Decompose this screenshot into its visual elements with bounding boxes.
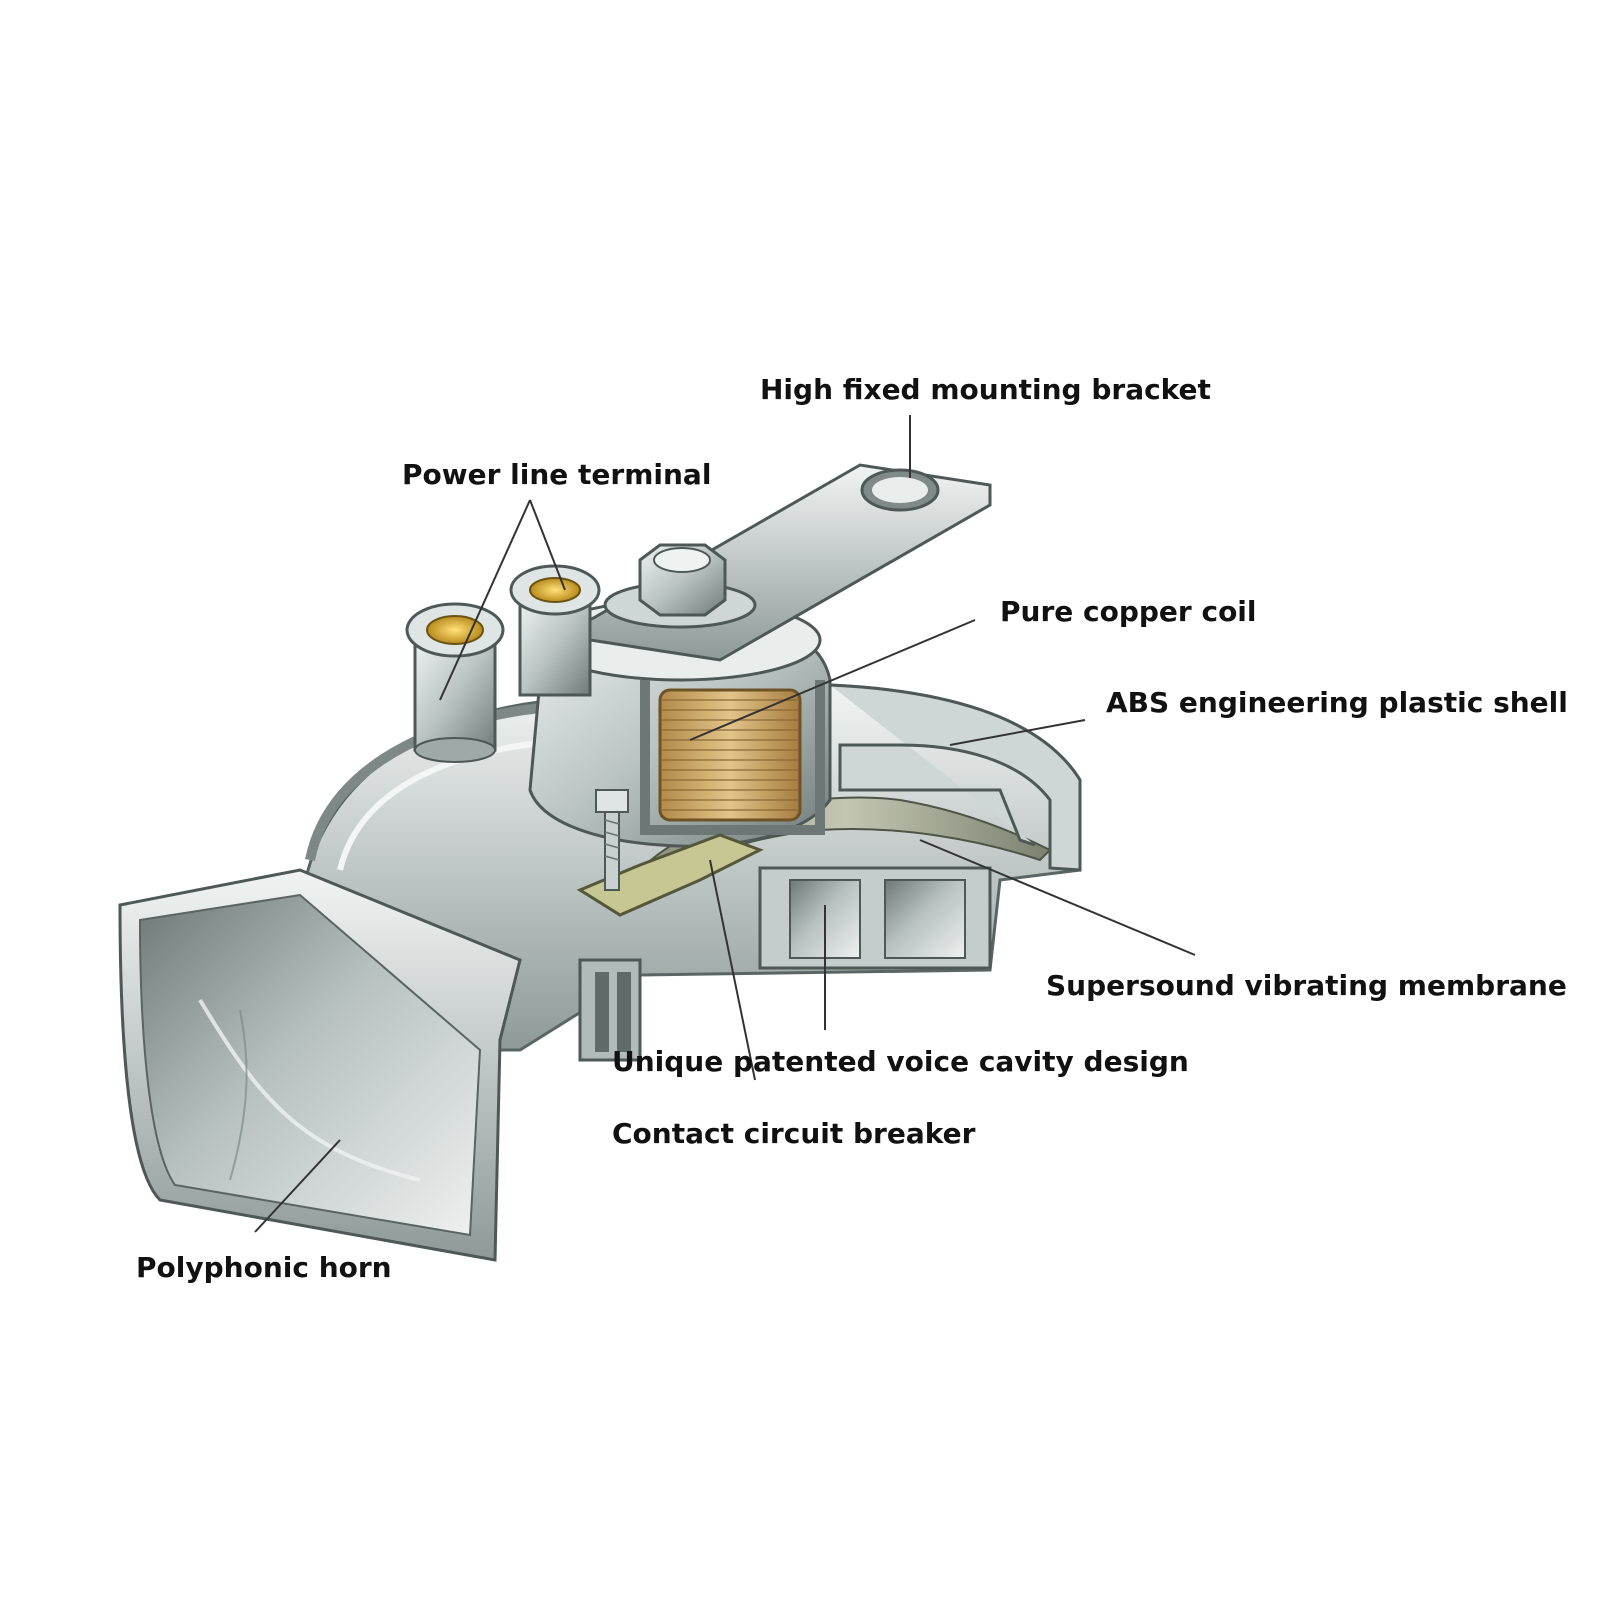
- label-power-terminal: Power line terminal: [402, 461, 711, 489]
- label-circuit-breaker: Contact circuit breaker: [612, 1120, 975, 1148]
- power-terminal-left: [407, 604, 503, 762]
- label-mounting-bracket: High fixed mounting bracket: [760, 376, 1211, 404]
- copper-coil: [645, 680, 820, 830]
- label-vibrating-membrane: Supersound vibrating membrane: [1046, 972, 1567, 1000]
- label-polyphonic-horn: Polyphonic horn: [136, 1254, 392, 1282]
- label-voice-cavity: Unique patented voice cavity design: [612, 1048, 1189, 1076]
- label-copper-coil: Pure copper coil: [1000, 598, 1257, 626]
- label-plastic-shell: ABS engineering plastic shell: [1106, 689, 1568, 717]
- power-terminal-right: [511, 566, 599, 695]
